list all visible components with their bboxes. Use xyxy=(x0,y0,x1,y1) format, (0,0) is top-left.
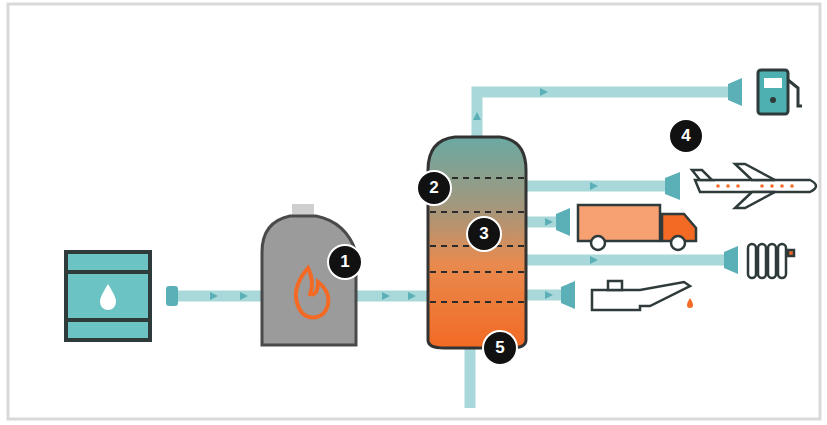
callout-number: 1 xyxy=(327,244,363,280)
distillation-column xyxy=(428,137,526,348)
callout-number: 4 xyxy=(668,118,704,154)
callout-number: 2 xyxy=(416,170,452,206)
truck-icon xyxy=(578,205,696,250)
frame xyxy=(8,4,820,419)
callout-number: 5 xyxy=(482,330,518,366)
oil-can-icon xyxy=(592,281,693,310)
airplane-icon xyxy=(692,164,816,208)
gas-pump-icon xyxy=(758,70,802,114)
pipes xyxy=(170,92,735,408)
oil-barrel xyxy=(66,252,150,340)
callout-number: 3 xyxy=(466,216,502,252)
radiator-icon xyxy=(748,244,794,278)
